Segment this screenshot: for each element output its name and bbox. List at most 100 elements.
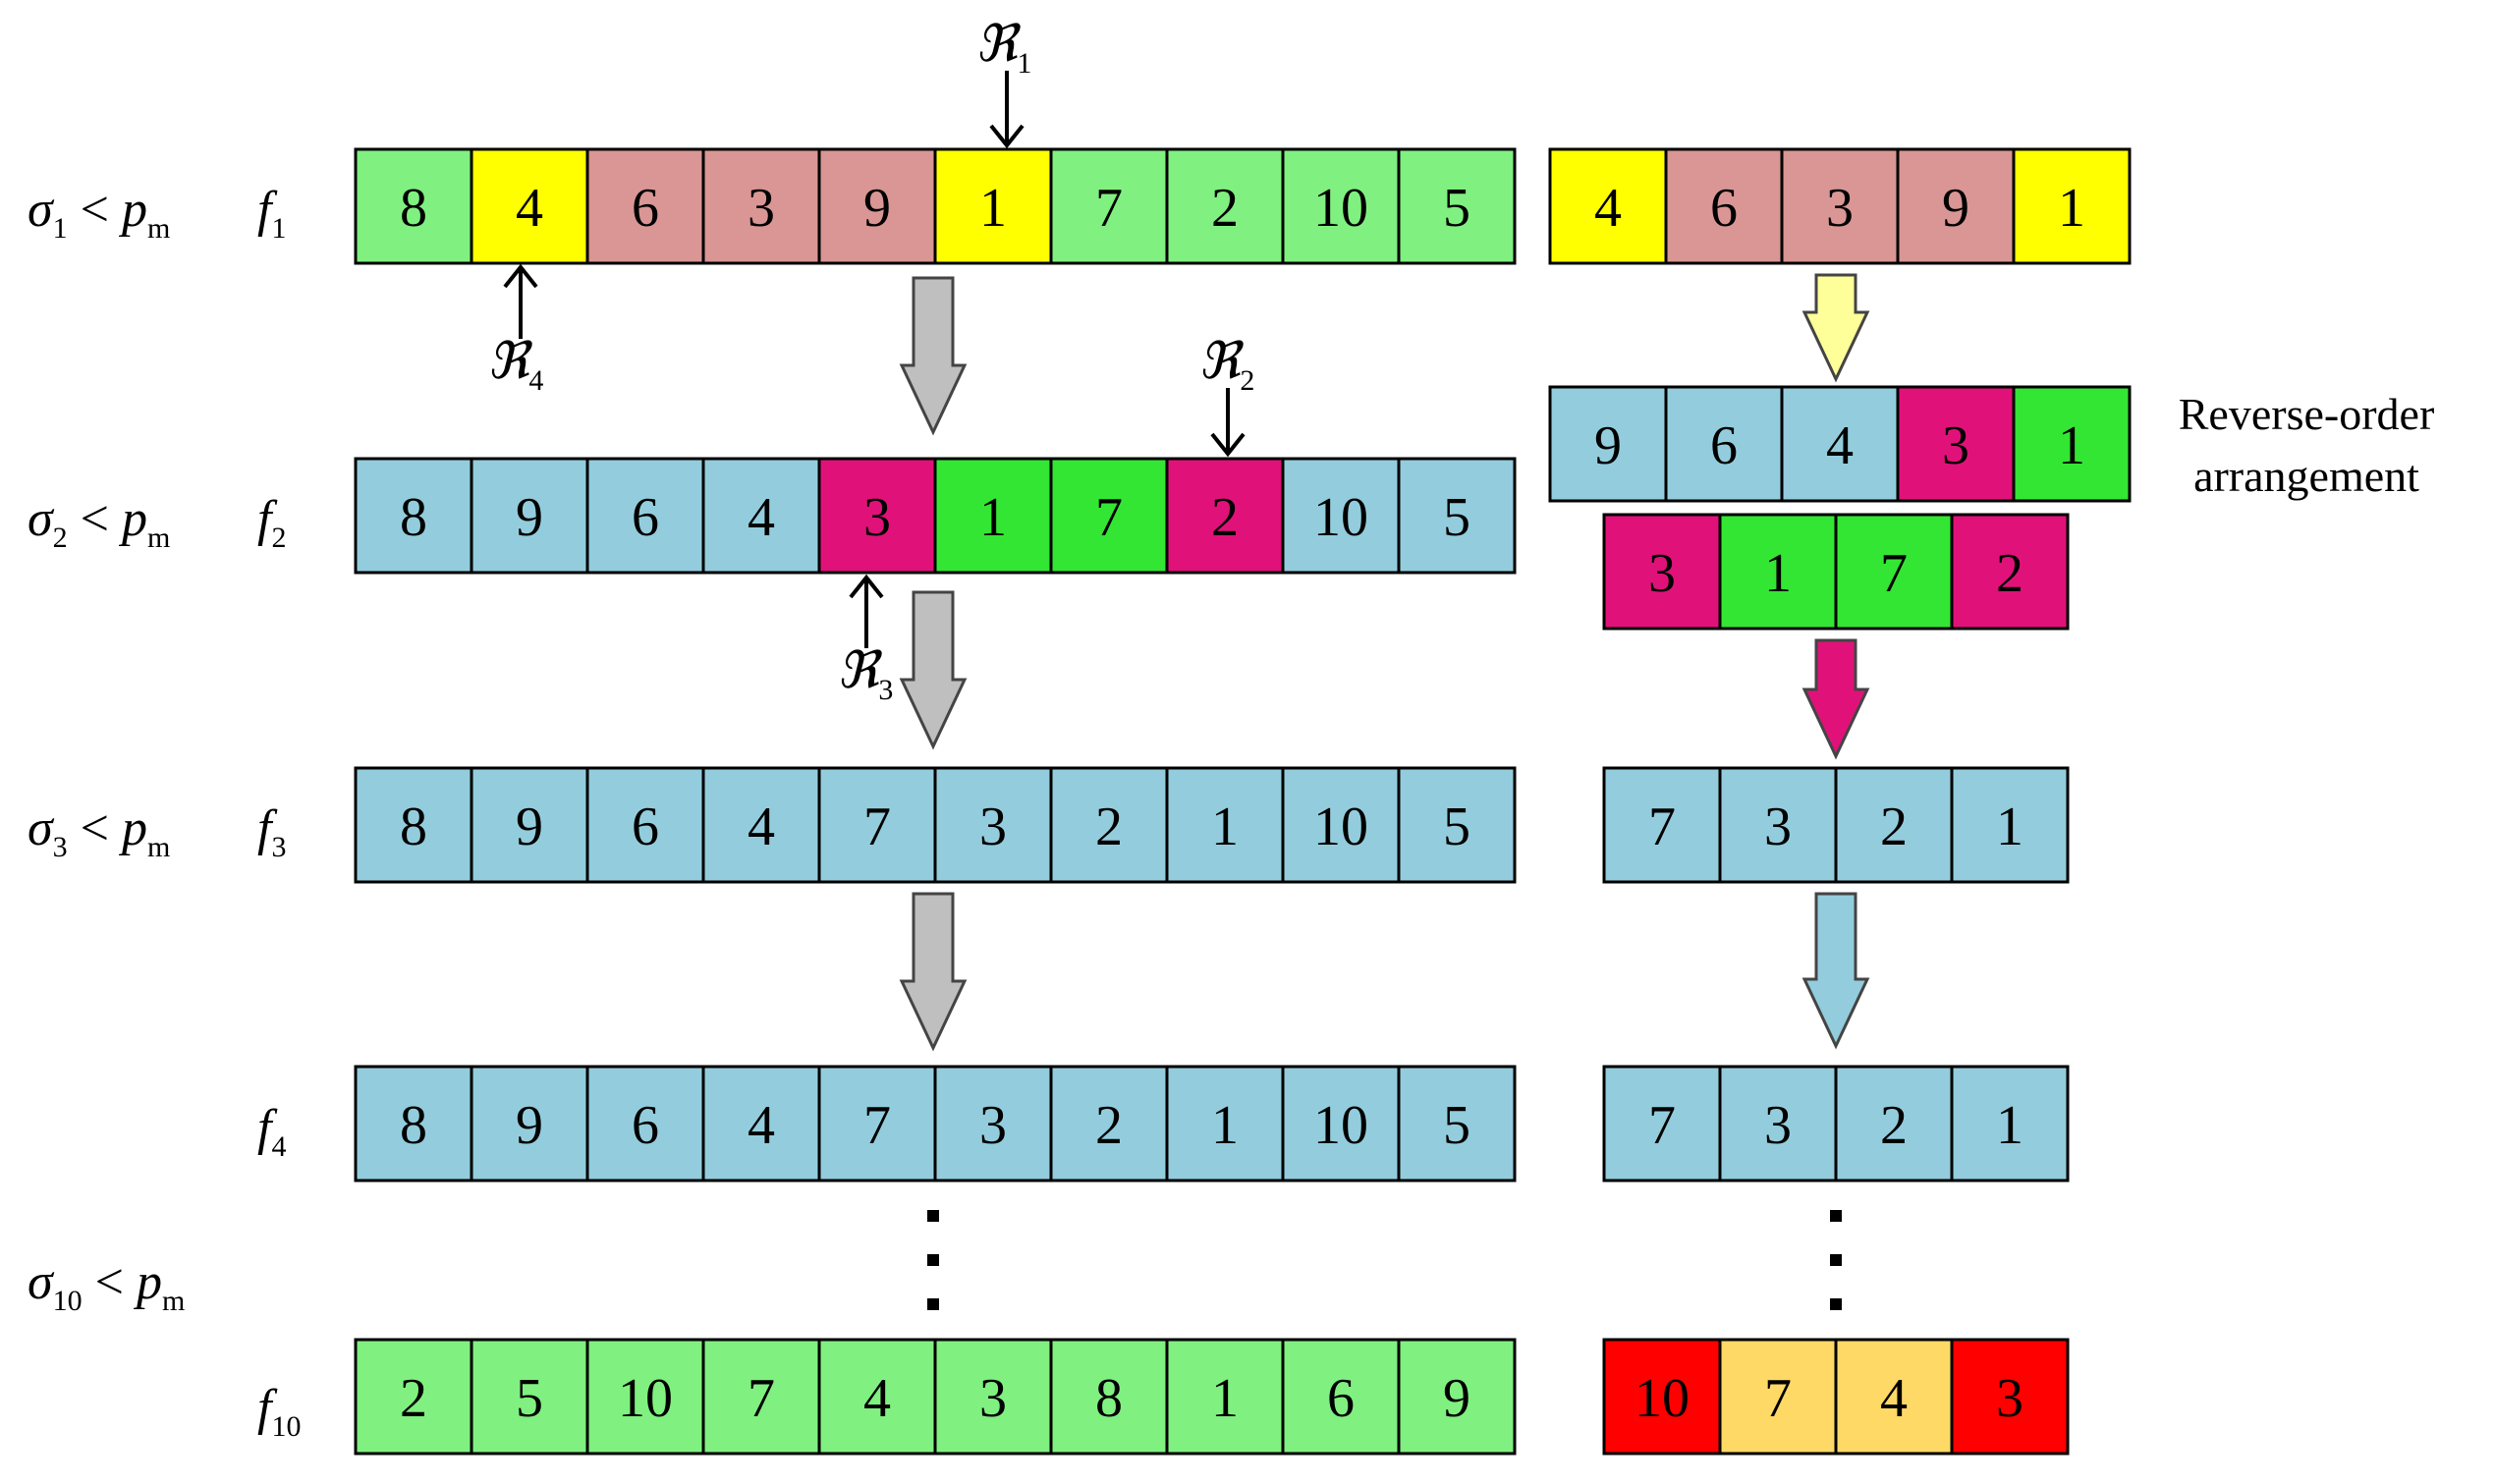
ellipsis-dots xyxy=(927,1210,1842,1310)
right-r4-cell-1 xyxy=(1602,766,1722,884)
right-r2-value-1: 9 xyxy=(1594,415,1622,476)
row-f3-cell-5 xyxy=(817,766,937,884)
right-r4-cell-4 xyxy=(1950,766,2070,884)
right-r2-cell-4 xyxy=(1896,385,2016,503)
label-f3: f3 xyxy=(257,800,286,863)
row-f4-cell-7 xyxy=(1049,1065,1169,1182)
cond-sigma1: σ1 < pm xyxy=(28,182,170,245)
row-f3-cell-3 xyxy=(585,766,705,884)
label-f2: f2 xyxy=(257,491,286,554)
row-f4-cell-6 xyxy=(933,1065,1053,1182)
row-f2-value-8: 2 xyxy=(1211,487,1239,548)
row-f3-cell-7 xyxy=(1049,766,1169,884)
gray-arrow-3 xyxy=(899,892,968,1052)
gray-arrow-1 xyxy=(899,276,968,436)
row-f2-value-9: 10 xyxy=(1313,487,1368,548)
row-f10-value-7: 8 xyxy=(1095,1368,1123,1429)
row-f1-cell-5 xyxy=(817,147,937,265)
row-f3-value-8: 1 xyxy=(1211,797,1239,857)
row-f1-cell-9 xyxy=(1281,147,1401,265)
row-f3-value-10: 5 xyxy=(1443,797,1470,857)
row-f3-cell-4 xyxy=(701,766,821,884)
right-r1-cell-4 xyxy=(1896,147,2016,265)
row-f2-value-6: 1 xyxy=(979,487,1007,548)
row-f3-cell-8 xyxy=(1165,766,1285,884)
right-r3-cell-1 xyxy=(1602,513,1722,631)
row-f4-value-1: 8 xyxy=(400,1095,427,1156)
row-f3-value-1: 8 xyxy=(400,797,427,857)
marker-label-1: ℜ1 xyxy=(975,17,1031,80)
right-r3-value-2: 1 xyxy=(1764,543,1792,604)
right-r5-cell-3 xyxy=(1834,1065,1954,1182)
row-f2-cell-9 xyxy=(1281,457,1401,575)
row-f4-cell-2 xyxy=(470,1065,589,1182)
row-f3-value-3: 6 xyxy=(632,797,659,857)
row-f10-cell-7 xyxy=(1049,1338,1169,1456)
right-r4-value-3: 2 xyxy=(1880,797,1908,857)
row-f4-cell-4 xyxy=(701,1065,821,1182)
row-f1-value-6: 1 xyxy=(979,178,1007,239)
row-f2-cell-10 xyxy=(1397,457,1517,575)
row-f4-cell-8 xyxy=(1165,1065,1285,1182)
right-r2-value-4: 3 xyxy=(1942,415,1969,476)
right-r5-cell-1 xyxy=(1602,1065,1722,1182)
dots-left xyxy=(927,1210,939,1310)
row-f2-cell-4 xyxy=(701,457,821,575)
row-f1-cell-10 xyxy=(1397,147,1517,265)
cond-sigma10: σ10 < pm xyxy=(28,1254,185,1317)
row-f1-cell-2 xyxy=(470,147,589,265)
cond-sigma2: σ2 < pm xyxy=(28,491,170,554)
row-f1-value-10: 5 xyxy=(1443,178,1470,239)
marker-arrow-3 xyxy=(849,574,884,648)
right-r5-value-3: 2 xyxy=(1880,1095,1908,1156)
row-f10-value-5: 4 xyxy=(863,1368,891,1429)
row-f2-cell-3 xyxy=(585,457,705,575)
right-r2-value-5: 1 xyxy=(2058,415,2085,476)
right-r6-value-3: 4 xyxy=(1880,1368,1908,1429)
blue-arrow xyxy=(1801,892,1870,1050)
label-f1: f1 xyxy=(257,182,286,245)
row-f3-value-2: 9 xyxy=(516,797,543,857)
row-f2-value-1: 8 xyxy=(400,487,427,548)
right-r1-value-2: 6 xyxy=(1710,178,1738,239)
marker-arrow-4 xyxy=(503,263,538,339)
row-f4-cell-5 xyxy=(817,1065,937,1182)
right-r6-value-2: 7 xyxy=(1764,1368,1792,1429)
row-f1-cell-4 xyxy=(701,147,821,265)
row-f4-value-5: 7 xyxy=(863,1095,891,1156)
row-f1-value-7: 7 xyxy=(1095,178,1123,239)
row-f1-cell-6 xyxy=(933,147,1053,265)
note-line-2: arrangement xyxy=(2193,451,2419,501)
row-f4-cell-3 xyxy=(585,1065,705,1182)
marker-arrow-1 xyxy=(989,71,1025,149)
row-f2-value-10: 5 xyxy=(1443,487,1470,548)
row-f10-value-8: 1 xyxy=(1211,1368,1239,1429)
right-r2-cell-1 xyxy=(1548,385,1668,503)
row-f4-cell-9 xyxy=(1281,1065,1401,1182)
right-r4-cell-3 xyxy=(1834,766,1954,884)
right-r3-cell-3 xyxy=(1834,513,1954,631)
right-r6-cell-1 xyxy=(1602,1338,1722,1456)
row-f3-value-5: 7 xyxy=(863,797,891,857)
row-f10-cell-5 xyxy=(817,1338,937,1456)
right-r1-cell-3 xyxy=(1780,147,1900,265)
row-f4-value-7: 2 xyxy=(1095,1095,1123,1156)
row-f2-value-4: 4 xyxy=(748,487,775,548)
row-f10-value-9: 6 xyxy=(1327,1368,1355,1429)
right-r3-value-3: 7 xyxy=(1880,543,1908,604)
row-f2-value-7: 7 xyxy=(1095,487,1123,548)
marker-arrow-2 xyxy=(1210,388,1246,458)
flow-arrows xyxy=(899,273,1870,1052)
row-f1-value-1: 8 xyxy=(400,178,427,239)
